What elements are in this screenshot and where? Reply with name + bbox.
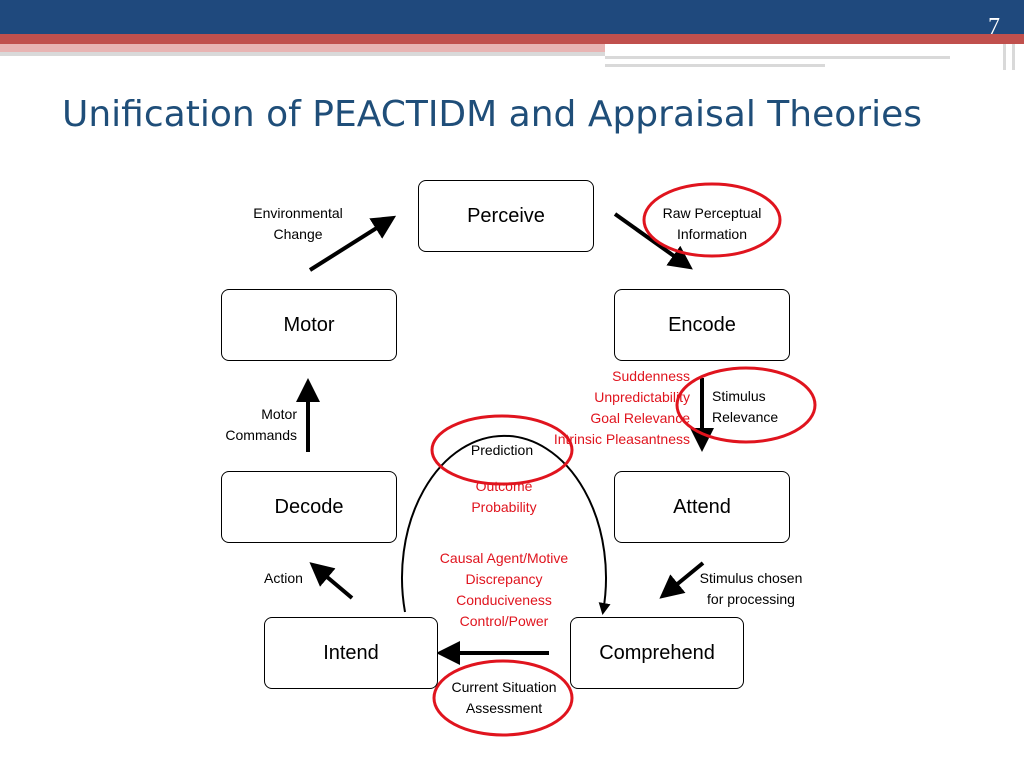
- node-motor: Motor: [221, 289, 397, 361]
- header-corner-line-2: [605, 64, 825, 67]
- appraisals-outcome: Outcome Probability: [471, 478, 537, 515]
- label-motor-commands: Motor Commands: [225, 406, 297, 443]
- header-corner-line-3: [1003, 44, 1006, 70]
- label-raw-perceptual-information: Raw Perceptual Information: [662, 205, 762, 242]
- label-prediction: Prediction: [470, 442, 534, 458]
- label-environmental-change: Environmental Change: [253, 205, 343, 242]
- label-stimulus-chosen: Stimulus chosen for processing: [699, 570, 803, 607]
- header-accent-stripe: [0, 34, 1024, 44]
- arrow-attend-to-comprehend: [659, 561, 705, 599]
- prediction-loop-arc: [401, 434, 611, 615]
- highlight-prediction: [430, 414, 574, 486]
- arrow-intend-to-decode: [309, 562, 354, 600]
- node-perceive: Perceive: [418, 180, 594, 252]
- arrow-motor-to-perceive: [308, 215, 397, 272]
- node-comprehend: Comprehend: [570, 617, 744, 689]
- label-stimulus-relevance: Stimulus Relevance: [712, 388, 779, 425]
- label-action: Action: [264, 570, 303, 586]
- slide-title: Unification of PEACTIDM and Appraisal Th…: [62, 94, 922, 135]
- label-current-situation-assessment: Current Situation Assessment: [451, 679, 557, 716]
- arrow-perceive-to-encode: [613, 212, 693, 270]
- highlight-stimulus-relevance: [675, 366, 817, 444]
- highlight-raw-perceptual: [642, 182, 782, 258]
- node-encode: Encode: [614, 289, 790, 361]
- node-attend: Attend: [614, 471, 790, 543]
- appraisals-relevance: Suddenness Unpredictability Goal Relevan…: [553, 368, 690, 447]
- header-gray-stripe: [0, 52, 605, 56]
- node-decode: Decode: [221, 471, 397, 543]
- header-corner-line-4: [1012, 44, 1015, 70]
- highlight-current-situation: [432, 659, 574, 737]
- header-accent-stripe-light: [0, 44, 1024, 52]
- header-bar: [0, 0, 1024, 34]
- slide-number: 7: [988, 14, 1000, 40]
- header-corner-line-1: [605, 56, 950, 59]
- node-intend: Intend: [264, 617, 438, 689]
- appraisals-comprehension: Causal Agent/Motive Discrepancy Conduciv…: [439, 550, 569, 629]
